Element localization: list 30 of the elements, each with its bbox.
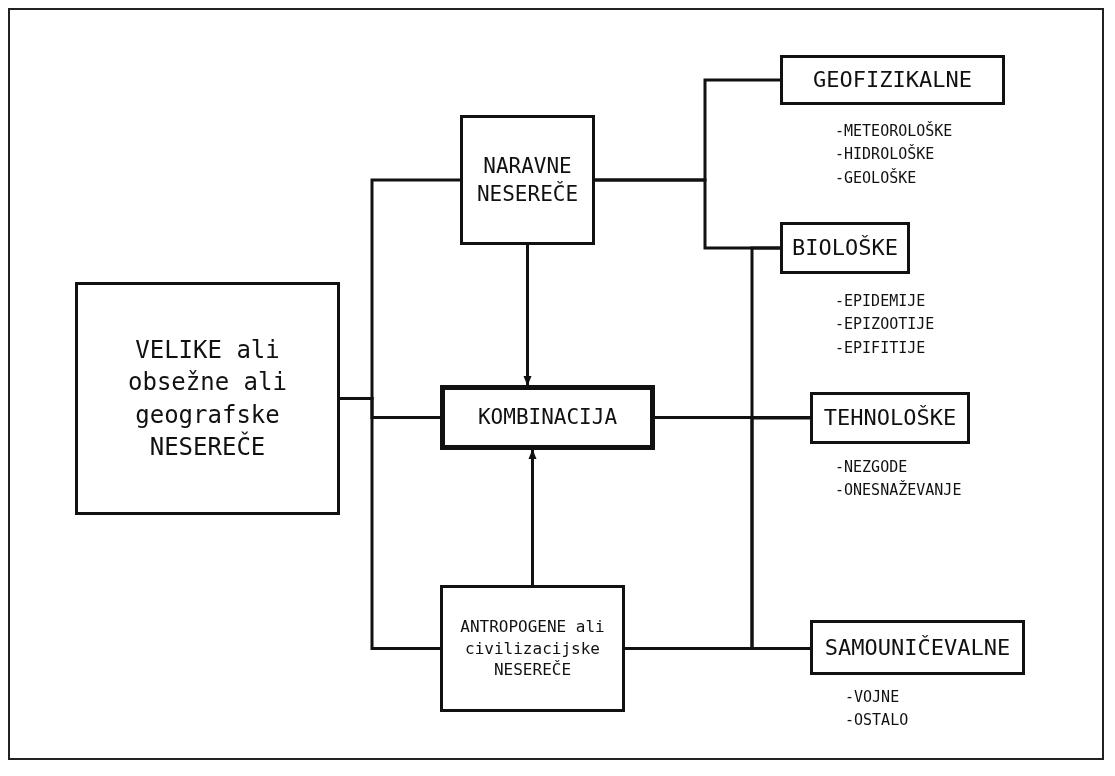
box-label: GEOFIZIKALNE <box>813 66 972 95</box>
arrow <box>523 245 532 386</box>
box-label: KOMBINACIJA <box>477 404 618 432</box>
subtype-text: -GEOLOŠKE <box>835 167 918 189</box>
subtype-text: -NEZGODE <box>835 457 909 478</box>
box-label: NARAVNE NESEREČE <box>475 152 580 208</box>
category-box <box>75 282 340 515</box>
category-box <box>440 385 655 450</box>
connector-line <box>625 647 810 650</box>
arrow <box>528 449 537 585</box>
category-box <box>810 620 1025 675</box>
box-label: VELIKE ali obsežne ali geografske NESEREČE <box>127 334 288 463</box>
subtype-text: -HIDROLOŠKE <box>835 143 936 166</box>
subtype-text: -ONESNAŽEVANJE <box>835 479 962 502</box>
connector-line <box>655 416 810 419</box>
box-label: ANTROPOGENE ali civilizacijske NESEREČE <box>459 616 606 681</box>
subtype-text: -OSTALO <box>845 710 909 732</box>
subtype-text: -EPIDEMIJE <box>835 291 927 312</box>
category-box <box>810 392 970 444</box>
box-label: BIOLOŠKE <box>792 234 898 263</box>
category-box <box>780 55 1005 105</box>
subtype-text: -METEOROLOŠKE <box>835 120 953 142</box>
category-box <box>780 222 910 274</box>
category-box <box>460 115 595 245</box>
box-label: TEHNOLOŠKE <box>823 404 957 433</box>
subtype-text: -EPIZOOTIJE <box>835 314 935 336</box>
subtype-text: -EPIFITIJE <box>835 337 927 359</box>
category-box <box>440 585 625 712</box>
box-label: SAMOUNIČEVALNE <box>824 633 1011 662</box>
subtype-text: -VOJNE <box>845 687 901 708</box>
